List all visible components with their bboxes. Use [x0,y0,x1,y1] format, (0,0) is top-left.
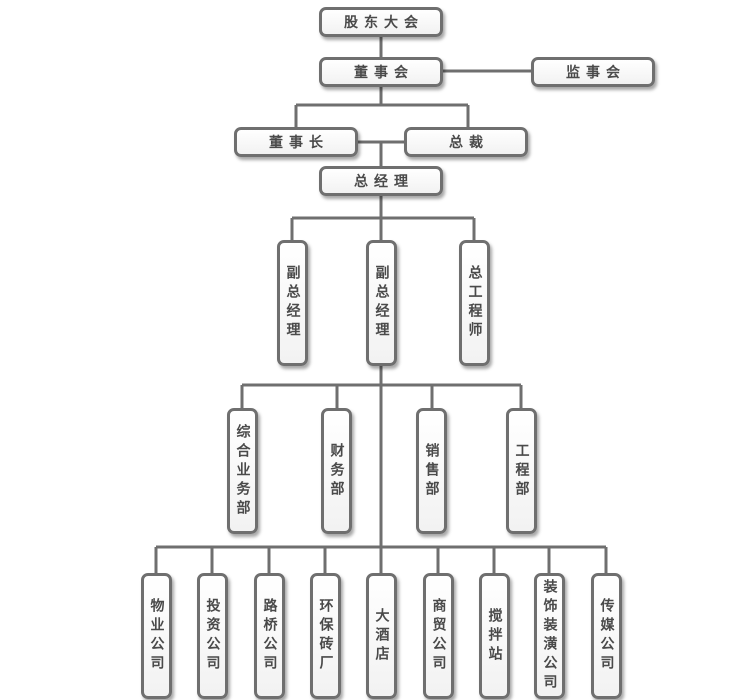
road-bridge-company-box: 路桥公司 [254,573,285,699]
property-company-box: 物业公司 [141,573,172,699]
eco-brick-factory-label: 环保砖厂 [317,598,334,674]
board-of-directors-label: 董事会 [354,65,414,81]
chief-engineer-label: 总工程师 [466,265,483,341]
property-company-label: 物业公司 [148,598,165,674]
chief-engineer-box: 总工程师 [459,240,490,366]
road-bridge-company-label: 路桥公司 [261,598,278,674]
media-company-label: 传媒公司 [598,598,615,674]
general-manager-label: 总经理 [354,174,414,190]
board-of-directors-box: 董事会 [319,57,443,87]
president-box: 总裁 [404,127,528,157]
deputy-gm-box: 副总经理 [277,240,308,366]
investment-company-label: 投资公司 [204,598,221,674]
finance-dept-box: 财务部 [321,408,352,534]
eco-brick-factory-box: 环保砖厂 [310,573,341,699]
supervisory-board-box: 监事会 [531,57,655,87]
trading-company-label: 商贸公司 [430,598,447,674]
sales-dept-label: 销售部 [423,442,440,500]
investment-company-box: 投资公司 [197,573,228,699]
deputy-gm-label: 副总经理 [284,265,301,341]
general-affairs-dept-box: 综合业务部 [227,408,258,534]
chairman-label: 董事长 [269,135,329,151]
media-company-box: 传媒公司 [591,573,622,699]
mixing-station-box: 搅拌站 [479,573,510,699]
hotel-box: 大酒店 [366,573,397,699]
deputy-gm-label: 副总经理 [373,265,390,341]
sales-dept-box: 销售部 [416,408,447,534]
president-label: 总裁 [449,135,489,151]
chairman-box: 董事长 [234,127,358,157]
mixing-station-label: 搅拌站 [486,607,503,665]
trading-company-box: 商贸公司 [423,573,454,699]
general-manager-box: 总经理 [319,166,443,196]
general-affairs-dept-label: 综合业务部 [234,423,251,519]
finance-dept-label: 财务部 [328,442,345,500]
decoration-company-box: 装饰装潢公司 [534,573,565,699]
engineering-dept-label: 工程部 [513,442,530,500]
shareholders-meeting-label: 股东大会 [344,15,424,31]
engineering-dept-box: 工程部 [506,408,537,534]
shareholders-meeting-box: 股东大会 [319,7,443,37]
supervisory-board-label: 监事会 [566,65,626,81]
hotel-label: 大酒店 [373,607,390,665]
decoration-company-label: 装饰装潢公司 [541,579,558,693]
deputy-gm-box: 副总经理 [366,240,397,366]
